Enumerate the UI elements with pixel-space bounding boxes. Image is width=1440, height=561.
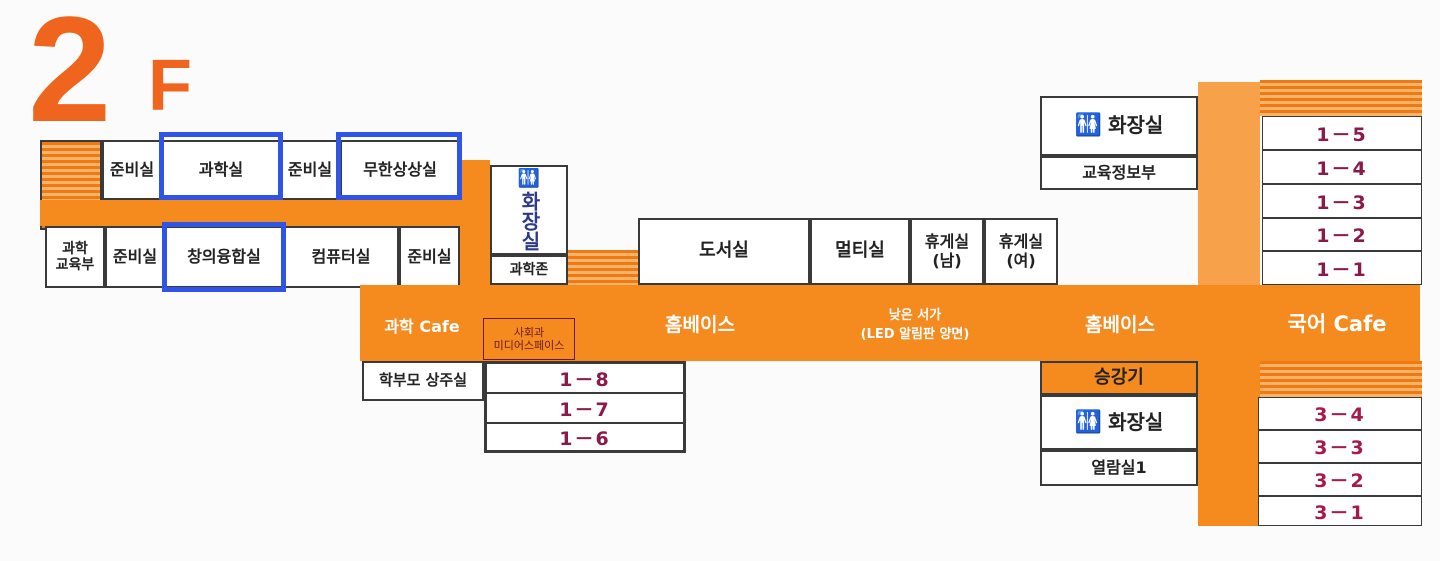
west-wing-corridor [40, 200, 490, 226]
classroom-1-7[interactable]: 1－7 [486, 393, 684, 423]
stair-east-bottom [1260, 361, 1422, 397]
label-low-shelf: 낮은 서가 (LED 알림판 양면) [860, 308, 970, 342]
classroom-3-4[interactable]: 3－4 [1258, 397, 1422, 430]
highlight-infinite-imagination [336, 132, 462, 200]
room-science-zone[interactable]: 과학존 [490, 255, 568, 285]
classroom-1-6[interactable]: 1－6 [486, 423, 684, 451]
classroom-1-2[interactable]: 1－2 [1262, 218, 1422, 251]
highlight-science-lab [159, 132, 283, 200]
classroom-3-1[interactable]: 3－1 [1258, 496, 1422, 526]
restroom-icon: 🚻 [1074, 113, 1103, 139]
classroom-1-8[interactable]: 1－8 [486, 363, 684, 393]
stair-east-top [1260, 80, 1422, 116]
room-restroom-top[interactable]: 🚻 화장실 [1040, 96, 1198, 156]
label-home-base-2: 홈베이스 [1085, 313, 1155, 336]
room-restroom-vertical[interactable]: 🚻 화장실 [490, 165, 568, 255]
social-media-space[interactable]: 사회과 미디어스페이스 [483, 318, 575, 360]
floor-suffix: F [148, 46, 192, 126]
room-prep-4[interactable]: 준비실 [399, 226, 460, 288]
room-lounge-male[interactable]: 휴게실 (남) [910, 218, 984, 285]
classroom-3-2[interactable]: 3－2 [1258, 463, 1422, 496]
main-corridor [360, 285, 1420, 361]
stair-center [568, 250, 640, 285]
floor-number: 2 [28, 0, 112, 153]
label-korean-cafe: 국어 Cafe [1287, 312, 1387, 336]
room-edu-info-dept[interactable]: 교육정보부 [1040, 156, 1198, 190]
label-home-base-1: 홈베이스 [665, 313, 735, 336]
room-prep-2[interactable]: 준비실 [280, 140, 340, 200]
restroom-bottom-label: 화장실 [1108, 409, 1164, 434]
room-prep-3[interactable]: 준비실 [105, 226, 165, 288]
east-corridor-lower [1198, 361, 1260, 526]
room-library[interactable]: 도서실 [638, 218, 810, 285]
room-science-dept[interactable]: 과학 교육부 [45, 226, 105, 288]
highlight-creative-convergence [162, 222, 286, 292]
classroom-1-5[interactable]: 1－5 [1262, 116, 1422, 150]
room-reading-1[interactable]: 열람실1 [1040, 450, 1198, 486]
room-prep-1[interactable]: 준비실 [102, 140, 162, 200]
classroom-1-3[interactable]: 1－3 [1262, 184, 1422, 218]
room-parents[interactable]: 학부모 상주실 [362, 361, 484, 401]
east-corridor-upper [1198, 82, 1260, 285]
label-science-cafe: 과학 Cafe [384, 317, 460, 336]
restroom-icon: 🚻 [517, 167, 541, 189]
room-infinite-imagination[interactable]: 무한상상실 [340, 140, 460, 200]
restroom-vertical-label: 화장실 [517, 191, 542, 252]
label-social-media-space: 사회과 미디어스페이스 [493, 325, 565, 352]
room-multi[interactable]: 멀티실 [810, 218, 910, 285]
restroom-top-label: 화장실 [1108, 113, 1164, 138]
restroom-icon: 🚻 [1074, 409, 1103, 435]
classroom-3-3[interactable]: 3－3 [1258, 430, 1422, 463]
west-wing-lower [460, 160, 490, 290]
room-lounge-female[interactable]: 휴게실 (여) [984, 218, 1058, 285]
room-computer[interactable]: 컴퓨터실 [283, 226, 399, 288]
room-restroom-bottom[interactable]: 🚻 화장실 [1040, 395, 1198, 450]
elevator[interactable]: 승강기 [1040, 361, 1198, 395]
classroom-1-4[interactable]: 1－4 [1262, 150, 1422, 184]
classroom-1-1[interactable]: 1－1 [1262, 251, 1422, 285]
